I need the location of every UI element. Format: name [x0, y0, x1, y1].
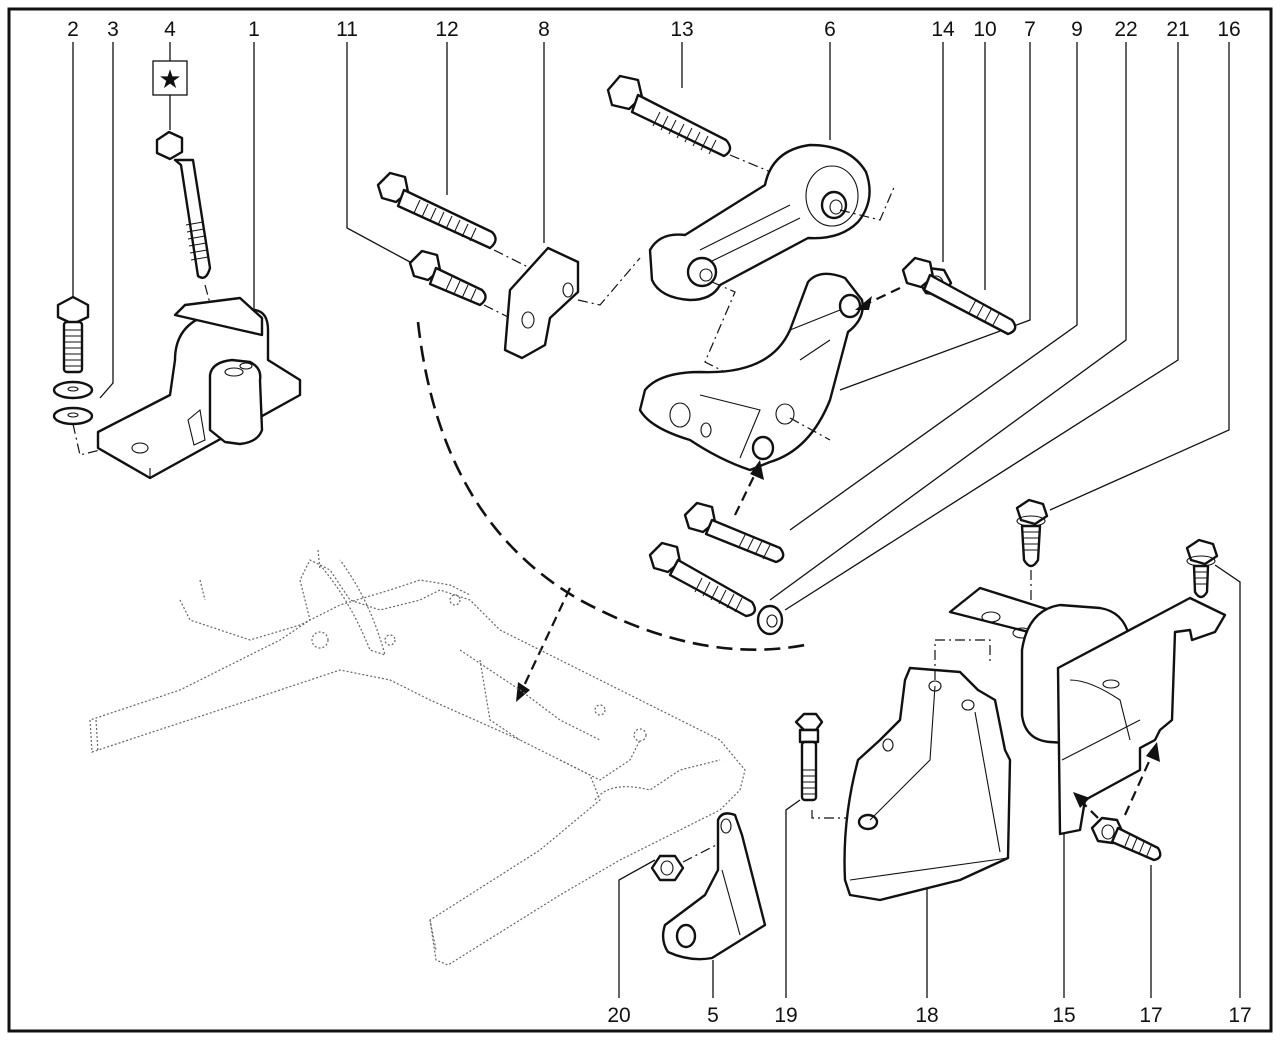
label-21: 21 — [1166, 18, 1189, 41]
label-14: 14 — [931, 18, 955, 41]
part-21-washer — [756, 604, 784, 636]
replace-marker: ★ — [152, 60, 188, 96]
label-10: 10 — [973, 18, 996, 41]
leader-lines — [72, 42, 1241, 998]
label-8: 8 — [538, 18, 550, 41]
label-4: 4 — [164, 18, 176, 41]
label-5: 5 — [707, 1004, 719, 1027]
part-17-bolt-upper — [1185, 538, 1219, 599]
label-6: 6 — [824, 18, 836, 41]
label-13: 13 — [670, 18, 693, 41]
label-18: 18 — [915, 1004, 938, 1027]
subframe-ghost — [89, 549, 746, 966]
part-7-arch-bracket — [638, 272, 864, 472]
part-1-engine-mount — [96, 296, 302, 480]
part-4-long-bolt — [155, 130, 229, 371]
part-5-bracket — [661, 812, 767, 961]
part-15-gearbox-mount — [948, 586, 1227, 836]
star-icon: ★ — [158, 65, 181, 95]
part-19-stud — [794, 712, 860, 819]
label-19: 19 — [774, 1004, 797, 1027]
label-12: 12 — [435, 18, 458, 41]
label-1: 1 — [248, 18, 260, 41]
label-9: 9 — [1071, 18, 1083, 41]
label-3: 3 — [107, 18, 119, 41]
arrow-head-icon — [516, 682, 530, 702]
diagram-border — [7, 7, 1273, 1033]
assembly-arrows-7 — [734, 287, 901, 516]
label-20: 20 — [607, 1004, 630, 1027]
top-labels: 2 3 4 1 11 12 8 13 6 14 10 7 9 22 21 16 — [67, 18, 1241, 41]
arrow-head-icon — [1146, 742, 1160, 762]
part-11-bolt — [408, 249, 511, 319]
part-18-support-bracket — [843, 639, 1012, 902]
part-8-plate — [503, 246, 641, 360]
part-13-long-bolt — [606, 74, 791, 181]
label-11: 11 — [336, 18, 358, 41]
part-16-bolt — [1015, 498, 1049, 640]
part-3-washers — [52, 380, 141, 456]
label-15: 15 — [1052, 1004, 1075, 1027]
part-6-torque-rod — [648, 143, 896, 373]
part-20-nut — [650, 841, 723, 882]
label-16: 16 — [1217, 18, 1240, 41]
arrow-head-icon — [750, 460, 764, 480]
label-2: 2 — [67, 18, 79, 41]
label-7: 7 — [1024, 18, 1036, 41]
arrow-head-icon — [855, 296, 872, 310]
part-2-bolt — [56, 295, 90, 374]
arrow-head-icon — [1073, 792, 1090, 808]
bottom-labels: 20 5 19 18 15 17 17 — [607, 1004, 1251, 1027]
label-22: 22 — [1114, 18, 1137, 41]
part-22-bolt — [648, 541, 757, 618]
part-17-bolt-lower — [1090, 816, 1162, 862]
assembly-arc — [416, 321, 806, 651]
label-17a: 17 — [1139, 1004, 1162, 1027]
part-9-bolt — [683, 501, 785, 564]
assembly-arrow-subframe — [521, 587, 571, 691]
assembly-arrows-15 — [1073, 742, 1160, 819]
part-12-bolt — [376, 171, 531, 269]
part-10-bolt — [901, 256, 1017, 336]
label-17b: 17 — [1228, 1004, 1251, 1027]
